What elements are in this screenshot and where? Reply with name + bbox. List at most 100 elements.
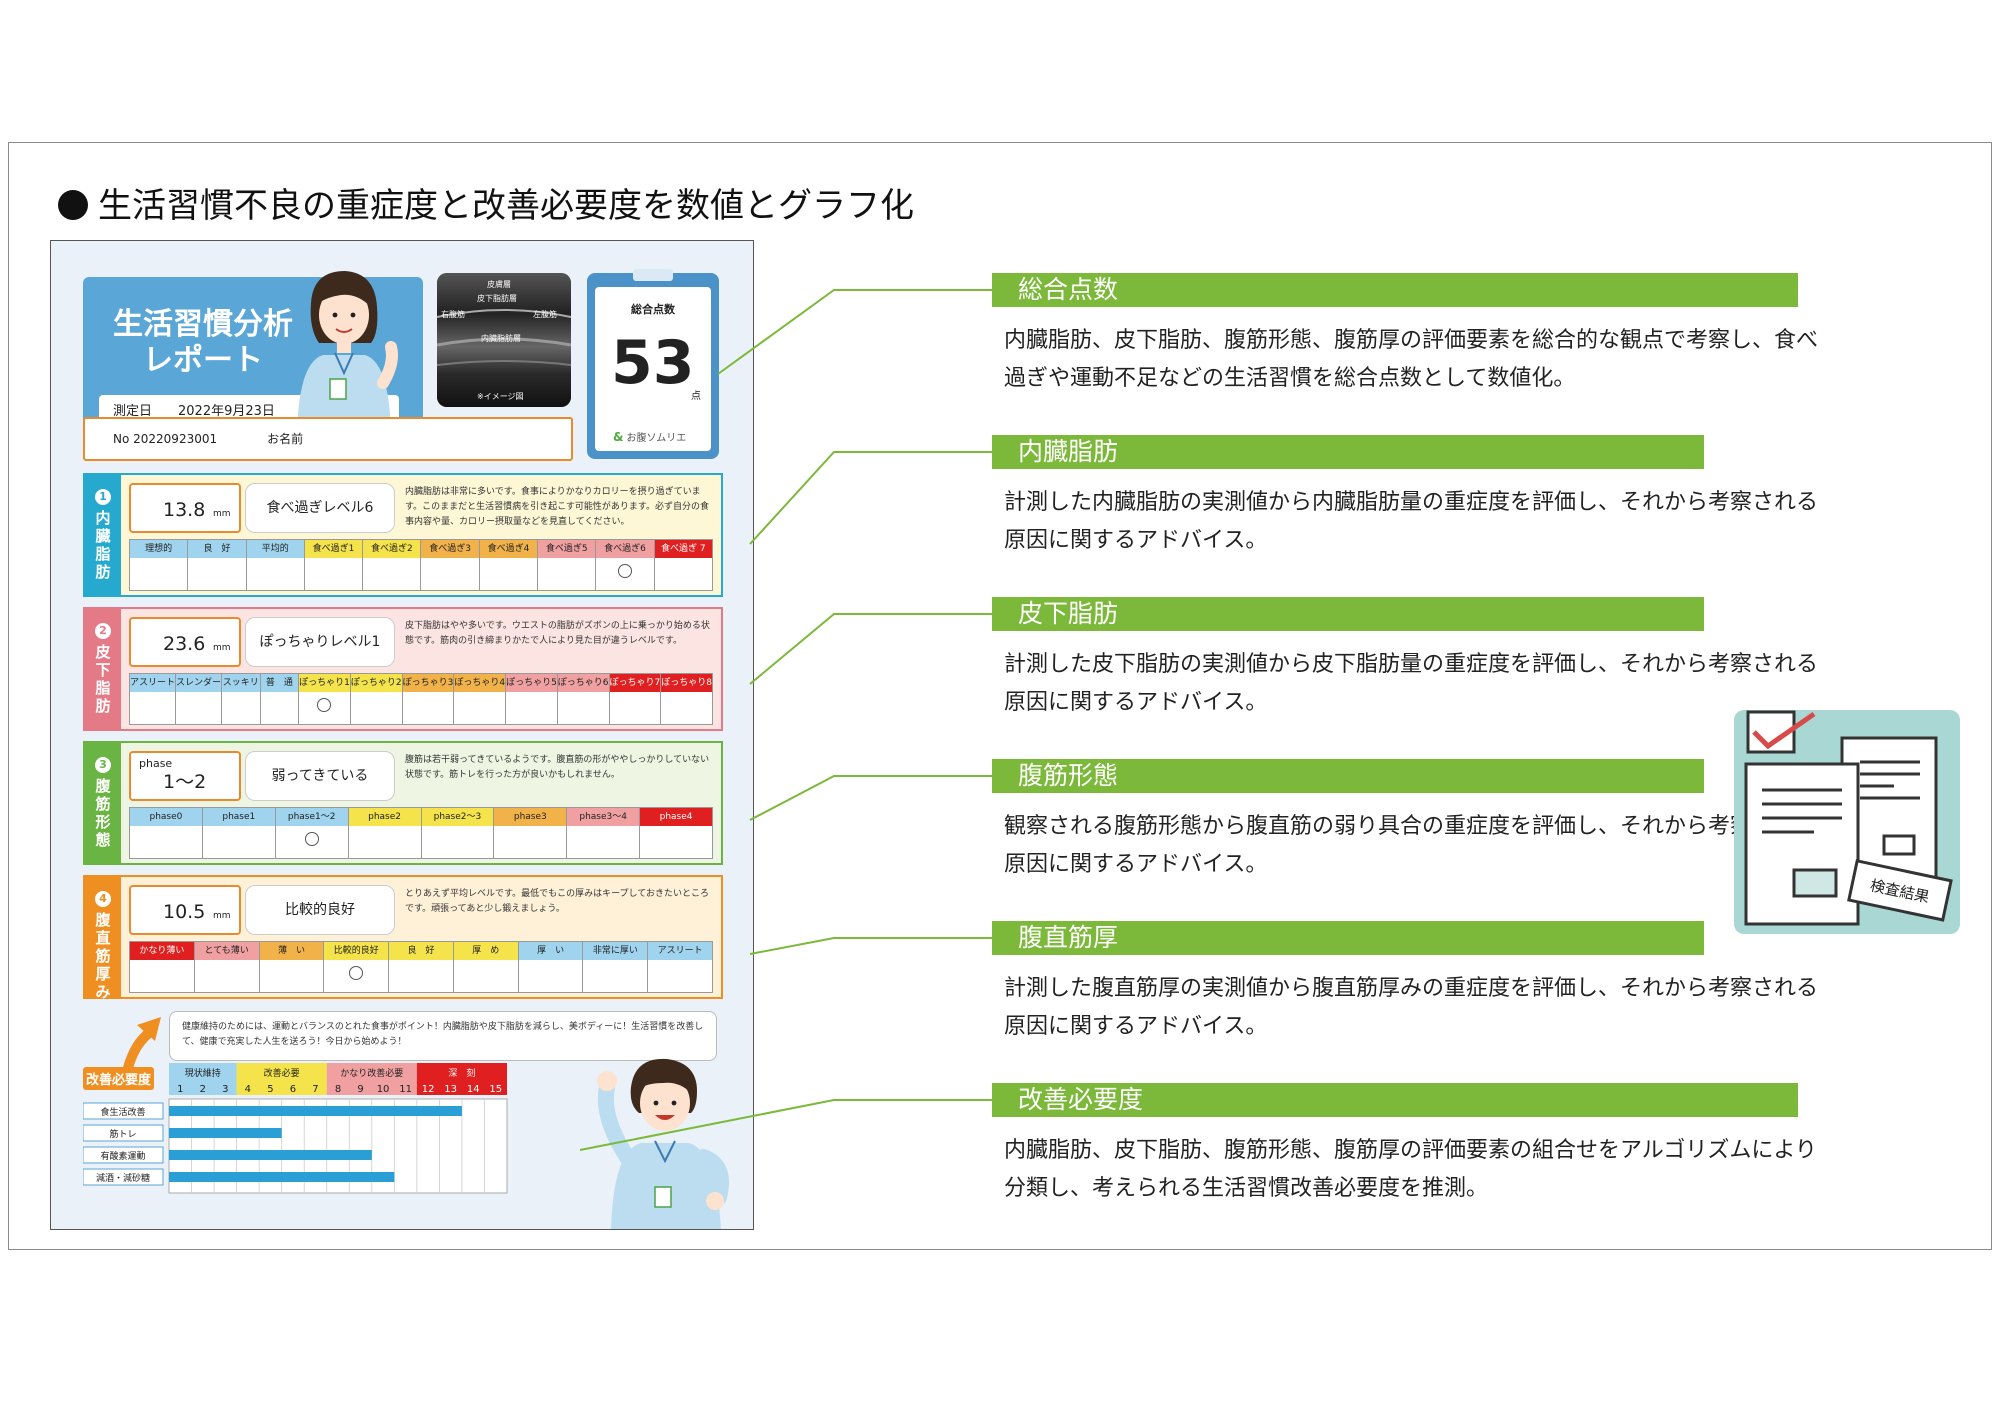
scale-cell-body <box>567 826 639 858</box>
date-value: 2022年9月23日 <box>178 404 275 419</box>
info-body-total-score: 内臓脂肪、皮下脂肪、腹筋形態、腹筋厚の評価要素を総合的な観点で考察し、食べ過ぎや… <box>1004 328 1819 391</box>
scale-cell-label: 薄 い <box>259 942 324 960</box>
scale-cell-body <box>130 558 187 590</box>
report-title: 生活習慣分析 レポート <box>113 307 293 378</box>
scale-cell-body <box>661 692 712 724</box>
name-label: お名前 <box>267 432 304 446</box>
scale-cell: phase0 <box>130 808 202 858</box>
chart-band <box>169 1063 237 1095</box>
scale-cell-body <box>558 692 609 724</box>
scale-cell-body <box>349 826 421 858</box>
chart-tick-label: 13 <box>444 1084 457 1095</box>
echo-label-left-abs: 左腹筋 <box>533 310 557 319</box>
scale-cell-body <box>389 960 453 992</box>
value-unit: mm <box>213 643 231 653</box>
scale-cell-label: 比較的良好 <box>324 942 389 960</box>
scale-cell: 食べ過ぎ5 <box>537 540 596 590</box>
scale-cell: とても薄い <box>193 942 259 992</box>
scale-cell-body <box>305 558 362 590</box>
scale-cell-body <box>454 692 505 724</box>
score-value: 53 <box>611 328 695 398</box>
chart-tick-label: 5 <box>267 1084 273 1095</box>
scale-cell-label: 非常に厚い <box>583 942 648 960</box>
info-body-rectus-thickness: 計測した腹直筋厚の実測値から腹直筋厚みの重症度を評価し、それから考察される原因に… <box>1004 976 1819 1039</box>
scale-cell-label: かなり薄い <box>130 942 194 960</box>
scale-cell-body <box>519 960 583 992</box>
scale-cell-body <box>176 692 221 724</box>
level-scale: かなり薄いとても薄い薄 い比較的良好良 好厚 め厚 い非常に厚いアスリート <box>129 941 713 993</box>
score-unit: 点 <box>691 391 701 402</box>
info-body-visceral-fat: 計測した内臓脂肪の実測値から内臓脂肪量の重症度を評価し、それから考察される原因に… <box>1004 490 1819 553</box>
echo-label-skin: 皮膚層 <box>487 280 511 289</box>
scale-cell: スレンダー <box>175 674 222 724</box>
scale-cell: アスリート <box>647 942 713 992</box>
need-label: 改善必要度 <box>83 1067 155 1090</box>
scale-cell-body <box>480 558 537 590</box>
scale-cell-label: スレンダー <box>176 674 222 692</box>
scale-cell: 薄 い <box>258 942 324 992</box>
scale-cell-label: ぽっちゃり7 <box>609 674 661 692</box>
chart-tick-label: 2 <box>200 1084 206 1095</box>
scale-cell: 普 通 <box>259 674 299 724</box>
outer-frame <box>8 142 1992 1250</box>
value-unit: mm <box>213 911 231 921</box>
scale-cell-label: phase4 <box>640 808 712 826</box>
scale-cell: ぽっちゃり2 <box>349 674 402 724</box>
clip-icon <box>633 269 673 281</box>
nurse-illustration-icon <box>297 271 398 443</box>
chart-tick-label: 11 <box>399 1084 412 1095</box>
scale-cell-label: ぽっちゃり6 <box>557 674 609 692</box>
chart-band <box>416 1063 507 1095</box>
scale-cell-label: 食べ過ぎ6 <box>596 540 654 558</box>
judgement-label: ぽっちゃりレベル1 <box>245 617 395 667</box>
scale-cell: phase1 <box>201 808 275 858</box>
scale-cell-body <box>188 558 245 590</box>
judgement-label: 弱ってきている <box>245 751 395 801</box>
scale-cell-label: 食べ過ぎ 7 <box>654 540 712 558</box>
scale-cell-body <box>403 692 454 724</box>
measured-value: 13.8 <box>163 499 206 521</box>
scale-cell-label: アスリート <box>130 674 176 692</box>
chart-category-box <box>83 1146 164 1164</box>
chart-category-label: 有酸素運動 <box>100 1150 145 1162</box>
scale-cell-label: 食べ過ぎ1 <box>304 540 363 558</box>
scale-cell-label: 良 好 <box>389 942 453 960</box>
scale-cell: 厚 め <box>452 942 518 992</box>
scale-cell: かなり薄い <box>130 942 194 992</box>
section-title: 皮 下 脂 肪 <box>95 643 111 715</box>
chart-tick-label: 3 <box>222 1084 228 1095</box>
score-paper: 総合点数 53 点 &お腹ソムリエ <box>595 287 711 451</box>
info-body-abdominal-form: 観察される腹筋形態から腹直筋の弱り具合の重症度を評価し、それから考察される原因に… <box>1004 814 1819 877</box>
scale-cell: ぽっちゃり5 <box>505 674 557 724</box>
chart-tick-label: 12 <box>422 1084 435 1095</box>
scale-cell: アスリート <box>130 674 176 724</box>
scale-cell-body <box>247 558 304 590</box>
section-title: 腹 筋 形 態 <box>95 777 111 849</box>
scale-cell-label: とても薄い <box>194 942 259 960</box>
ultrasound-texture-icon <box>437 273 571 407</box>
scale-cell-label: 普 通 <box>260 674 299 692</box>
chart-tick-label: 4 <box>245 1084 251 1095</box>
info-body-subcutaneous-fat: 計測した皮下脂肪の実測値から皮下脂肪量の重症度を評価し、それから考察される原因に… <box>1004 652 1819 715</box>
scale-cell-label: スッキリ <box>222 674 260 692</box>
chart-bar <box>169 1150 372 1160</box>
brand: &お腹ソムリエ <box>613 429 686 444</box>
chart-tick-label: 9 <box>357 1084 363 1095</box>
scale-cell-label: phase0 <box>130 808 202 826</box>
scale-cell: 比較的良好 <box>323 942 389 992</box>
scale-cell-body <box>261 692 299 724</box>
chart-tick-label: 8 <box>335 1084 341 1095</box>
scale-cell-label: ぽっちゃり4 <box>454 674 506 692</box>
scale-cell-label: 食べ過ぎ2 <box>363 540 421 558</box>
